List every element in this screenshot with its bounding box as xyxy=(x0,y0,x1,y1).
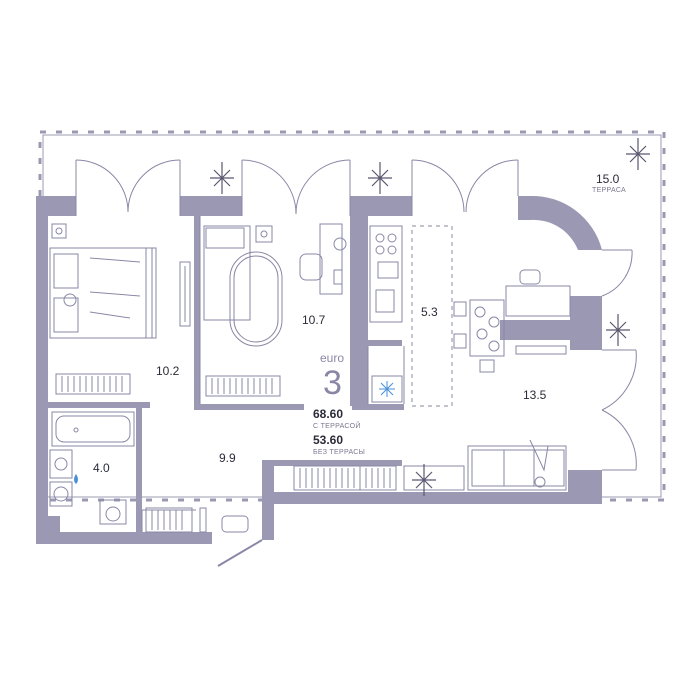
radiator-corridor xyxy=(293,465,465,491)
bed-left xyxy=(49,223,191,339)
plan-type: euro xyxy=(320,351,344,365)
kitchen-area: 5.3 xyxy=(421,305,438,319)
dining-set xyxy=(453,269,571,373)
room-lines xyxy=(141,216,453,532)
sofa xyxy=(467,439,567,491)
snowflake-icon xyxy=(379,381,395,397)
water-drop-icon xyxy=(74,474,78,484)
bedroom1-area: 10.2 xyxy=(156,364,180,378)
label-without-terrace: БЕЗ ТЕРРАСЫ xyxy=(313,449,365,456)
plant-icon xyxy=(210,138,650,496)
bed-middle xyxy=(203,223,347,347)
terrace-label: ТЕРРАСА xyxy=(592,187,626,194)
terrace-area-label: 15.0 xyxy=(596,172,620,186)
bath-area: 4.0 xyxy=(93,461,110,475)
door-arcs xyxy=(75,159,637,567)
radiator-left xyxy=(55,373,131,395)
area-with-terrace: 68.60 xyxy=(313,407,343,421)
living-area: 13.5 xyxy=(523,388,547,402)
label-with-terrace: С ТЕРРАСОЙ xyxy=(313,421,361,430)
area-without-terrace: 53.60 xyxy=(313,433,343,447)
kitchen-unit xyxy=(369,225,403,403)
bedroom2-area: 10.7 xyxy=(302,313,326,327)
walls xyxy=(36,195,602,544)
radiator-hall xyxy=(145,507,249,533)
rooms-count: 3 xyxy=(323,364,342,402)
radiator-middle xyxy=(205,375,281,397)
bathroom-fixtures xyxy=(49,411,135,525)
hall-area: 9.9 xyxy=(219,451,236,465)
